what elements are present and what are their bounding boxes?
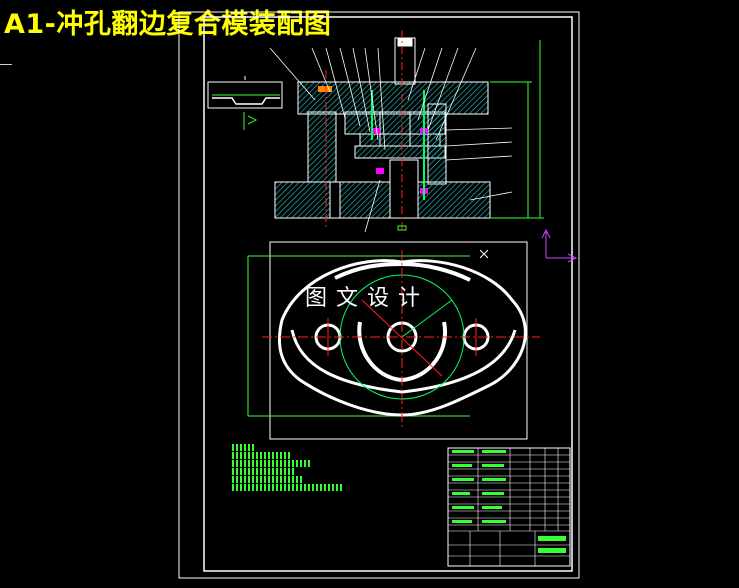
parts-list-outline bbox=[447, 447, 571, 567]
cursor-crosshair-mark bbox=[0, 64, 12, 65]
detail-profile bbox=[212, 97, 280, 105]
bolt-head bbox=[318, 86, 332, 92]
note-line bbox=[232, 468, 294, 475]
guide-post-hole bbox=[329, 181, 341, 219]
workpiece-outline bbox=[278, 259, 527, 417]
note-heading bbox=[232, 444, 254, 451]
ucs-axis-icon bbox=[541, 228, 578, 263]
plan-center-tick bbox=[397, 225, 407, 231]
ejector-hole bbox=[389, 159, 419, 219]
sectional-view bbox=[269, 30, 544, 233]
ejector-column bbox=[427, 103, 447, 185]
detail-outline bbox=[207, 81, 283, 109]
middle-arc bbox=[290, 329, 517, 394]
watermark-text: 图文设计 bbox=[305, 286, 430, 311]
drawing-title: A1-冲孔翻边复合模装配图 bbox=[4, 9, 332, 40]
note-line bbox=[232, 476, 302, 483]
parts-list-entries bbox=[452, 450, 566, 553]
diagonal-centerline bbox=[361, 299, 443, 377]
plan-marker bbox=[479, 249, 489, 259]
note-line bbox=[232, 460, 310, 467]
guide-post-sleeve bbox=[307, 111, 337, 183]
spring-a bbox=[372, 128, 380, 134]
part-leaders bbox=[269, 47, 513, 233]
note-line bbox=[232, 484, 342, 491]
lower-holder-outline bbox=[269, 241, 528, 440]
shank-top bbox=[397, 37, 413, 47]
technical-notes bbox=[232, 444, 342, 492]
lower-die-holder bbox=[274, 181, 491, 219]
plan-view bbox=[247, 225, 540, 440]
radius-line bbox=[401, 299, 453, 338]
outer-border bbox=[178, 11, 580, 579]
parts-list bbox=[447, 447, 571, 567]
detail-view bbox=[207, 76, 283, 130]
screw-a bbox=[376, 168, 384, 174]
parts-list-grid bbox=[448, 448, 570, 566]
note-line bbox=[232, 452, 290, 459]
inner-frame bbox=[203, 16, 573, 572]
section-arrow bbox=[243, 112, 258, 130]
